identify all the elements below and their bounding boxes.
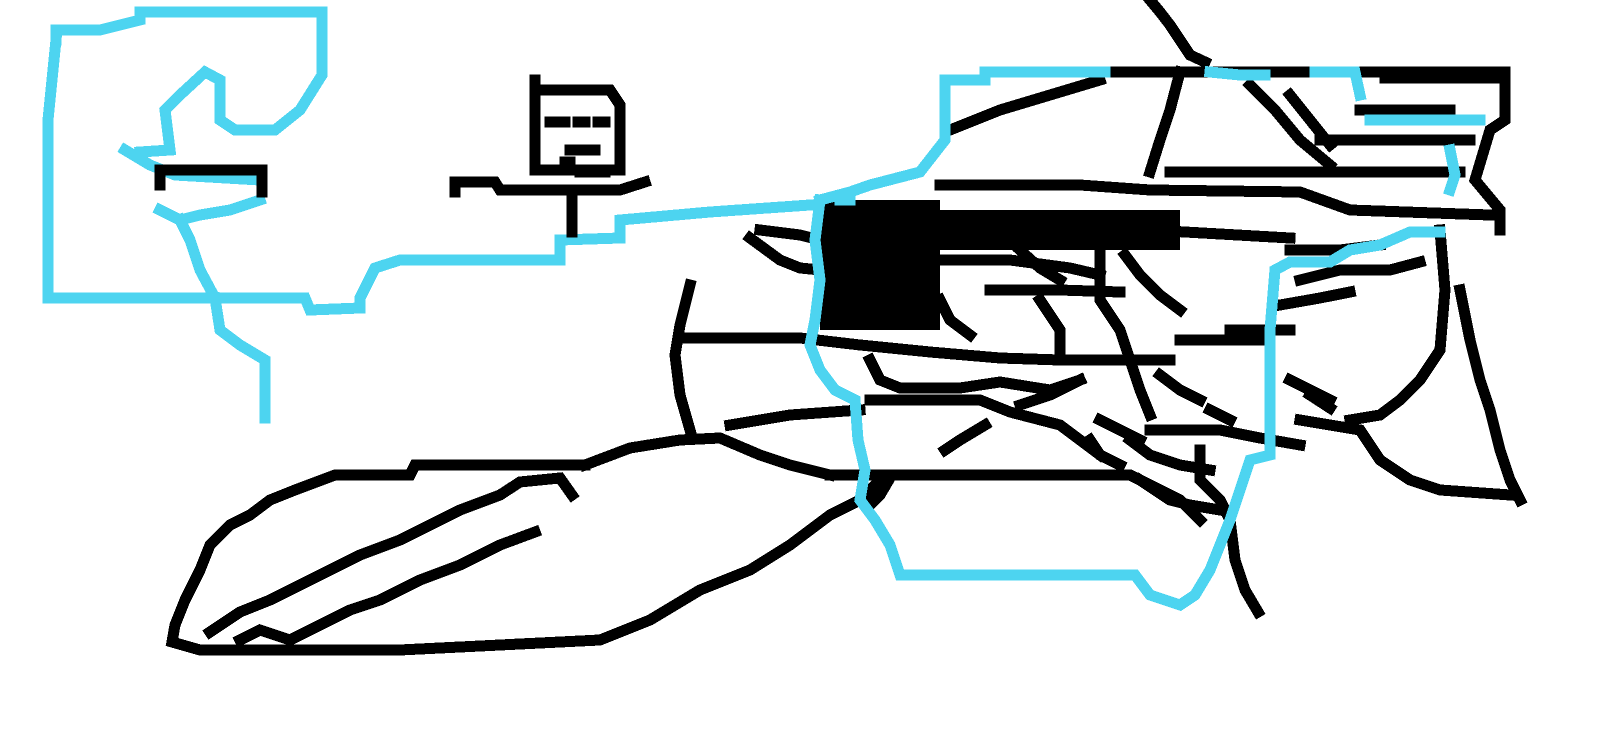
box-face-icon xyxy=(529,74,626,178)
cyan-network-outline xyxy=(804,65,1486,612)
black-bar-shape xyxy=(154,164,268,198)
stick-figure-icon xyxy=(449,175,652,238)
leaf-shape xyxy=(165,432,888,656)
cyan-outline-shape xyxy=(42,6,816,424)
tangled-network-shape xyxy=(669,0,1528,620)
